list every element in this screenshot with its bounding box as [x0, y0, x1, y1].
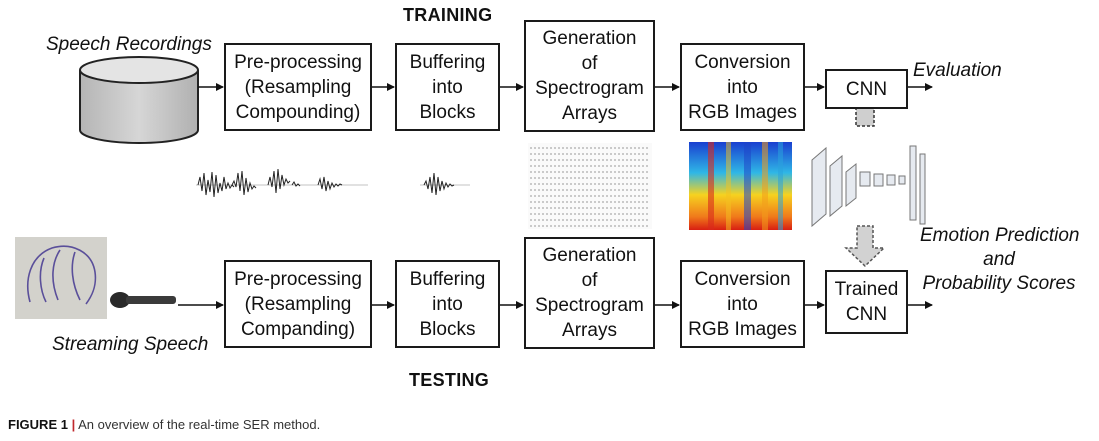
box-line: into: [432, 293, 463, 315]
box-line: Buffering: [409, 51, 486, 73]
box-line: RGB Images: [688, 318, 797, 340]
training-header: TRAINING: [403, 5, 493, 25]
box-line: CNN: [845, 78, 888, 100]
box-line: into: [432, 76, 463, 98]
spectrogram-array-icon: [528, 143, 652, 229]
speech-recordings-label: Speech Recordings: [46, 34, 212, 55]
training-buffering-box: Buffering into Blocks: [395, 43, 500, 131]
testing-conversion-box: Conversion into RGB Images: [680, 260, 805, 348]
box-line: (Resampling: [244, 76, 352, 98]
box-line: Generation: [542, 245, 637, 266]
testing-spectrogram-box: Generation of Spectrogram Arrays: [524, 237, 655, 349]
box-line: Arrays: [562, 103, 617, 124]
box-line: into: [727, 293, 758, 315]
microphone-icon: [110, 292, 176, 308]
box-line: Conversion: [694, 51, 791, 73]
box-line: Generation: [542, 28, 637, 49]
caption-text: An overview of the real-time SER method.: [75, 417, 321, 432]
emotion-label-line-1: Emotion Prediction: [920, 225, 1080, 246]
cnn-architecture-icon: [811, 145, 926, 228]
training-spectrogram-box: Generation of Spectrogram Arrays: [524, 20, 655, 132]
box-line: into: [727, 76, 758, 98]
testing-header: TESTING: [409, 370, 490, 390]
testing-preprocessing-box: Pre-processing (Resampling Companding): [224, 260, 372, 348]
box-line: Companding): [240, 318, 356, 340]
box-line: Trained: [834, 279, 899, 300]
box-line: of: [581, 53, 598, 74]
streaming-speech-label: Streaming Speech: [52, 334, 209, 355]
box-line: Arrays: [562, 320, 617, 341]
database-icon: [79, 56, 199, 144]
box-line: Compounding): [235, 101, 361, 123]
box-line: Blocks: [419, 101, 476, 123]
figure-number: FIGURE 1: [8, 417, 68, 432]
caption-separator: |: [71, 417, 76, 432]
rgb-spectrogram-icon: [689, 142, 792, 230]
model-transfer-connector: [844, 107, 886, 268]
trained-cnn-box: Trained CNN: [825, 270, 908, 334]
emotion-prediction-label: Emotion Prediction and Probability Score…: [920, 224, 1080, 296]
box-line: Spectrogram: [535, 78, 644, 99]
box-line: Blocks: [419, 318, 476, 340]
training-cnn-box: CNN: [825, 69, 908, 109]
box-line: (Resampling: [244, 293, 352, 315]
box-line: Conversion: [694, 268, 791, 290]
emotion-label-line-3: Probability Scores: [922, 273, 1076, 294]
box-line: Buffering: [409, 268, 486, 290]
testing-buffering-box: Buffering into Blocks: [395, 260, 500, 348]
face-sketch-icon: [15, 237, 107, 319]
box-line: Pre-processing: [234, 51, 362, 73]
figure-caption: FIGURE 1 | An overview of the real-time …: [8, 417, 320, 432]
box-line: CNN: [845, 304, 888, 325]
box-line: Pre-processing: [234, 268, 362, 290]
training-conversion-box: Conversion into RGB Images: [680, 43, 805, 131]
box-line: of: [581, 270, 598, 291]
box-line: Spectrogram: [535, 295, 644, 316]
waveform-icon: [196, 168, 470, 198]
training-preprocessing-box: Pre-processing (Resampling Compounding): [224, 43, 372, 131]
evaluation-label: Evaluation: [913, 60, 1002, 81]
box-line: RGB Images: [688, 101, 797, 123]
emotion-label-line-2: and: [983, 249, 1015, 270]
